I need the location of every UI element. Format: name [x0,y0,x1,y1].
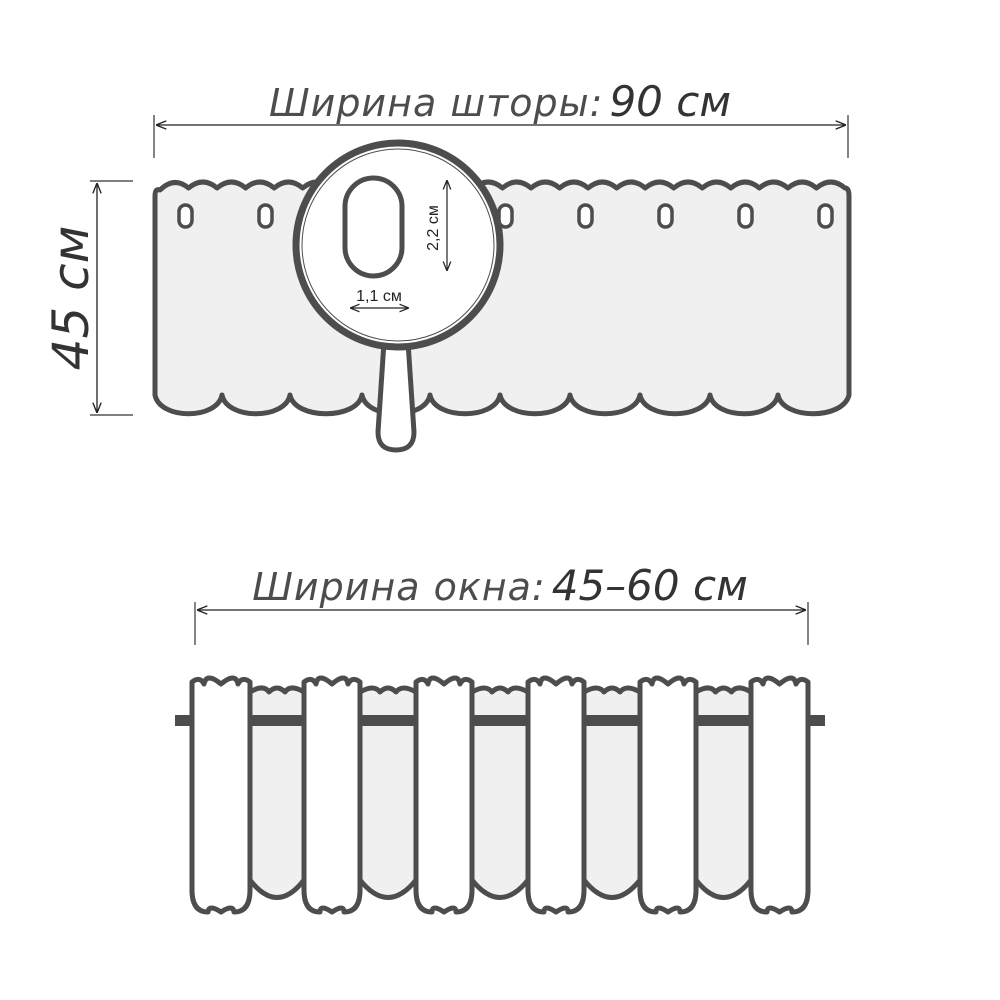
curtain-back-fold [247,685,307,900]
curtain-back-fold [357,685,419,900]
curtain-front-fold [189,675,253,915]
grommet-icon [657,203,674,229]
curtain-rod [175,715,825,726]
window-width-title: Ширина окна:45–60 см [252,561,748,610]
grommet-width-label: 1,1 см [356,288,402,305]
grommet-icon [737,203,754,229]
window-width-dimension: Ширина окна:45–60 см [194,561,809,645]
grommet-icon [577,203,594,229]
grommet-icon [817,203,834,229]
curtain-flat [152,179,852,417]
curtain-front-fold [413,675,475,915]
curtain-front-fold [748,675,811,915]
curtain-width-title: Ширина шторы:90 см [269,77,731,126]
magnifier-inner-ring [301,148,495,342]
curtain-back-fold [581,685,643,900]
curtain-width-dimension: Ширина шторы:90 см [153,77,849,158]
curtain-back-fold [469,685,531,900]
curtain-front-fold [525,675,587,915]
curtain-hung-on-rod [175,675,825,915]
curtain-front-fold [301,675,363,915]
grommet-height-label: 2,2 см [425,205,442,251]
curtain-front-fold [637,675,699,915]
grommet-enlarged-icon [342,175,405,279]
magnifier-handle [375,339,417,453]
curtain-back-fold [693,685,754,900]
grommet-icon [257,203,274,229]
curtain-height-dimension: 45 см [42,180,133,416]
curtain-height-label: 45 см [42,226,100,371]
magnifier: 2,2 см 1,1 см [292,139,504,453]
grommet-icon [177,203,194,229]
